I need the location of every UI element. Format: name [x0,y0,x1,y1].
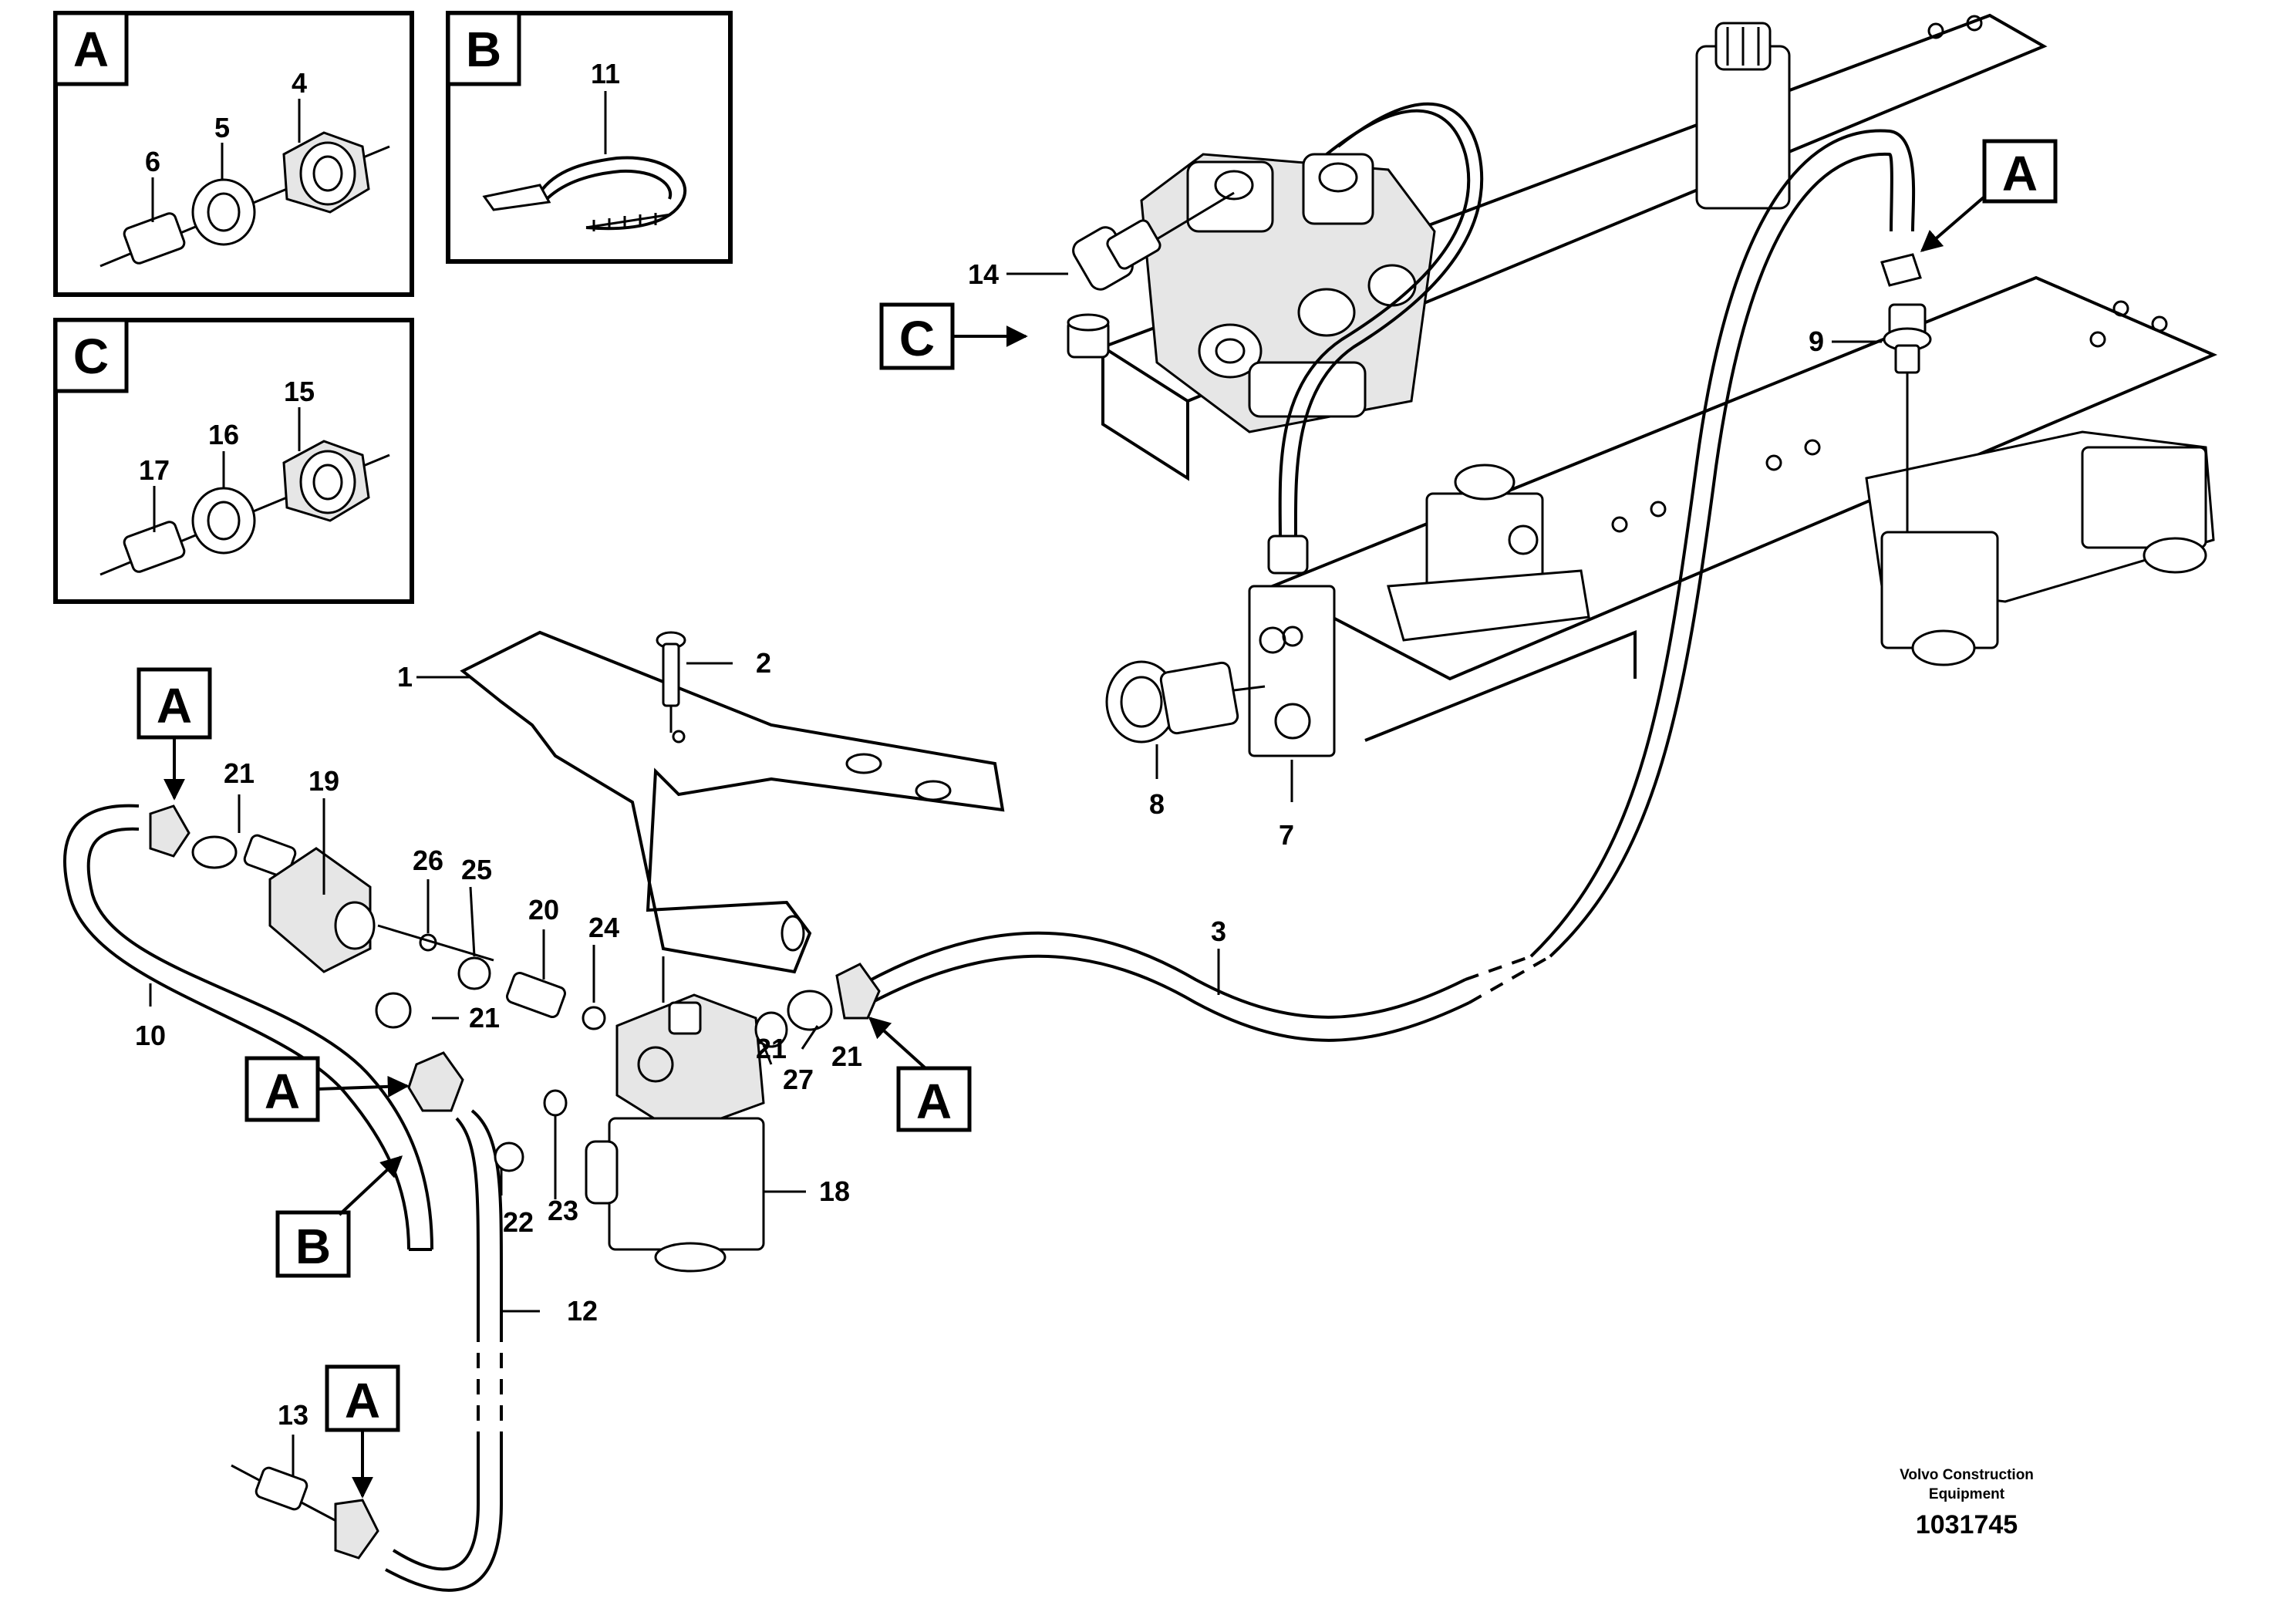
ref-box-a-right-hose: A [868,1017,972,1132]
callout-25: 25 [461,854,492,885]
callout-21-c: 21 [831,1040,862,1072]
fitting-13 [231,1464,379,1560]
callout-27: 27 [783,1064,814,1095]
cable-tie-head [482,184,551,211]
callout-9: 9 [1809,325,1824,357]
fittings-left [149,804,606,1172]
callout-4: 4 [292,67,307,99]
solenoid-pair-right [1865,430,2215,666]
credit-line-1: Volvo Construction [1900,1467,2034,1483]
hose-3 [871,129,1916,1042]
svg-text:A: A [265,1064,300,1119]
callout-5: 5 [214,112,230,143]
detail-box-b-letter: B [466,22,501,77]
callout-17: 17 [139,454,170,486]
callout-6: 6 [145,146,160,177]
hose-12 [385,1109,503,1592]
callout-14: 14 [968,258,999,290]
callout-12: 12 [567,1295,598,1327]
detail-box-c-letter: C [73,329,109,384]
detail-box-c: C 17 16 15 [53,318,414,604]
callout-2: 2 [756,647,771,679]
callout-21-a: 21 [224,757,255,789]
callout-15: 15 [284,376,315,407]
callout-8: 8 [1149,788,1165,820]
svg-text:C: C [899,311,935,366]
pressure-regulator [1695,22,1791,210]
pressure-sensor-8 [1105,660,1266,744]
callout-13: 13 [278,1399,308,1431]
distribution-valve-block [1140,153,1436,433]
callout-10: 10 [135,1020,166,1051]
callout-22: 22 [503,1206,534,1238]
nipple-part [123,212,186,265]
elbow-fitting-14 [1067,191,1235,359]
nipple-part-c [123,521,186,573]
callout-18: 18 [819,1175,850,1207]
ref-box-a-lower: A [325,1364,400,1499]
valve-body-18 [585,956,881,1273]
screw-2 [656,631,686,733]
callout-20: 20 [528,894,559,926]
svg-text:A: A [157,678,192,733]
ref-box-a-upper-right: A [1920,139,2058,252]
credit-line-2: Equipment [1929,1486,2005,1502]
cable-tie-loop [538,156,687,231]
small-pipe-to-block [1278,109,1471,541]
callout-26: 26 [413,845,443,876]
detail-box-a-letter: A [73,22,109,77]
ref-box-a-left-top: A [137,667,212,801]
callout-leaders [149,272,1882,1477]
ref-box-a-middle-left: A [244,1056,410,1122]
ref-box-c: C [879,302,1028,370]
callout-1: 1 [397,661,413,693]
detail-box-b: B 11 [446,11,733,264]
svg-text:B: B [295,1219,331,1274]
callout-21-d: 21 [756,1033,787,1064]
detail-box-a: A 6 5 4 [53,11,414,297]
bracket-1 [460,630,1005,974]
svg-text:A: A [345,1373,380,1428]
solenoid-valve-upper [1387,464,1590,642]
callout-11: 11 [591,58,620,89]
callout-7: 7 [1279,819,1294,851]
callout-23: 23 [548,1195,578,1226]
callout-3: 3 [1211,916,1226,947]
callout-16: 16 [208,419,239,450]
ref-box-b: B [275,1155,403,1278]
callout-21-b: 21 [469,1002,500,1034]
callout-24: 24 [588,912,619,943]
callout-19: 19 [308,765,339,797]
fitting-9 [1880,253,1932,532]
frame-rails [1099,13,2218,742]
drawing-number: 1031745 [1916,1510,2018,1539]
hose-10 [63,804,433,1251]
svg-text:A: A [2002,146,2038,201]
connector-block-7 [1248,585,1336,757]
svg-text:A: A [916,1074,952,1129]
